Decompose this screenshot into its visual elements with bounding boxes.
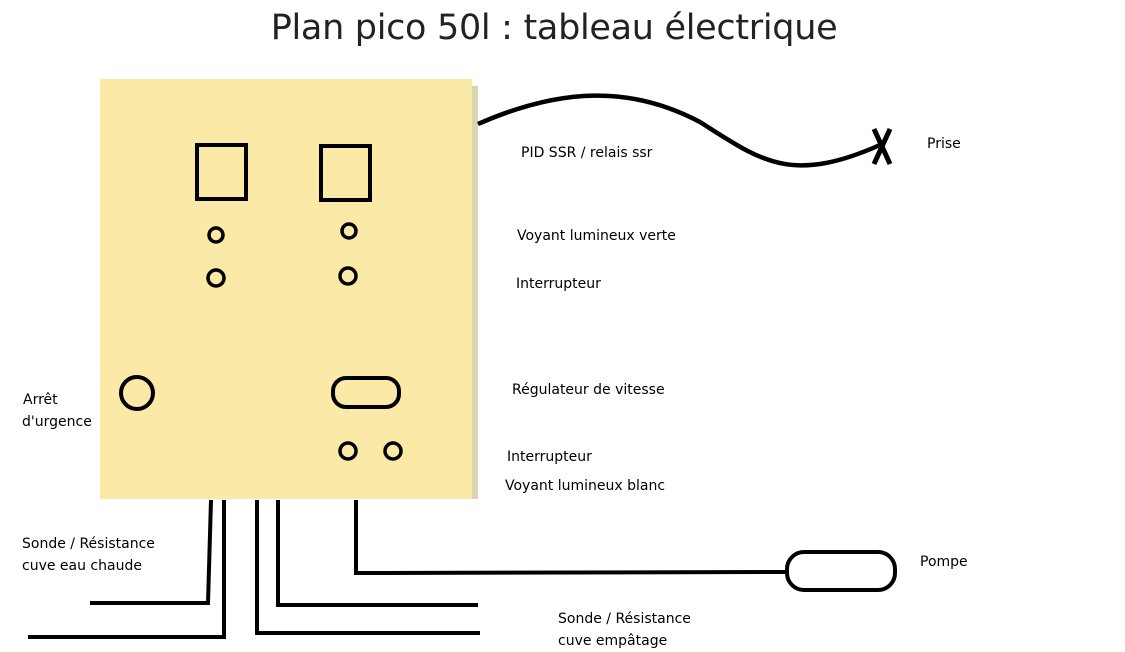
label-arret-urgence-line1: Arrêt: [23, 392, 58, 408]
label-prise: Prise: [927, 136, 961, 152]
label-arret-urgence-line2: d'urgence: [22, 414, 92, 430]
label-sonde-chaude-line2: cuve eau chaude: [22, 558, 142, 574]
cable-mash-2: [276, 500, 478, 607]
emergency-stop-button: [119, 375, 155, 411]
white-light: [383, 441, 403, 461]
label-pompe: Pompe: [920, 554, 968, 570]
label-pid-relay: PID SSR / relais ssr: [521, 145, 653, 161]
label-interrupteur-2: Interrupteur: [507, 449, 592, 465]
speed-regulator: [331, 376, 401, 409]
cable-pump: [354, 500, 786, 576]
label-sonde-empatage-line2: cuve empâtage: [558, 633, 668, 649]
label-voyant-vert: Voyant lumineux verte: [517, 228, 676, 244]
pid-relay-right: [319, 144, 372, 202]
cable-hot-water-2: [28, 500, 226, 639]
pump: [785, 550, 897, 592]
switch-right: [338, 266, 358, 286]
label-sonde-chaude-line1: Sonde / Résistance: [22, 536, 155, 552]
label-interrupteur-1: Interrupteur: [516, 276, 601, 292]
green-light-left: [207, 226, 225, 244]
label-sonde-empatage-line1: Sonde / Résistance: [558, 611, 691, 627]
pump-switch: [338, 441, 358, 461]
socket-x-mark: [871, 127, 893, 166]
label-voyant-blanc: Voyant lumineux blanc: [505, 478, 666, 494]
electrical-panel: [100, 79, 472, 499]
cable-hot-water-1: [90, 499, 213, 605]
switch-left: [206, 268, 226, 288]
green-light-right: [340, 222, 358, 240]
power-cord: [477, 93, 881, 168]
cable-mash-1: [255, 500, 480, 635]
panel-shadow: [471, 86, 478, 499]
page-title: Plan pico 50l : tableau électrique: [270, 8, 838, 48]
pid-relay-left: [195, 143, 248, 201]
label-regulateur: Régulateur de vitesse: [512, 382, 665, 398]
